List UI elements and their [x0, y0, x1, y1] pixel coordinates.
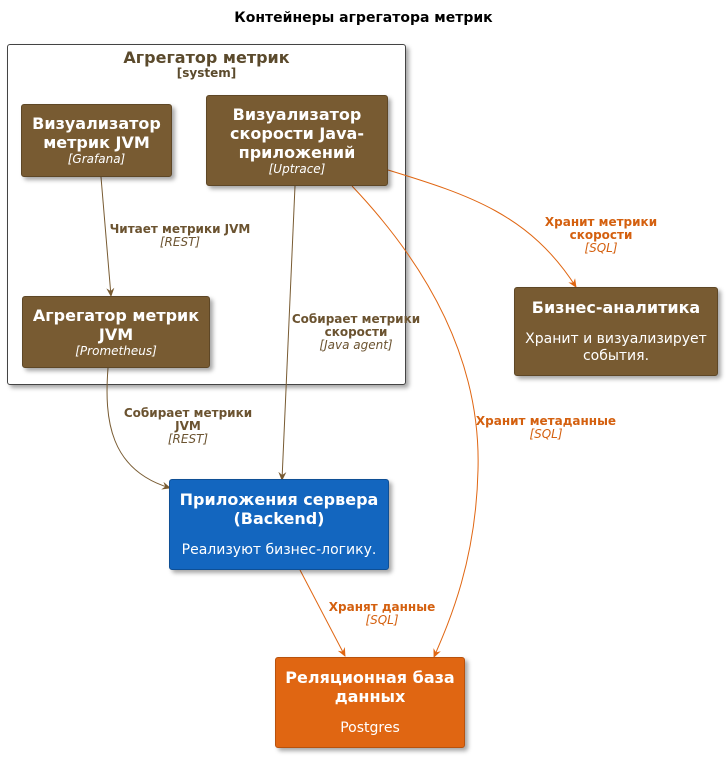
edge-backend-db	[299, 569, 346, 657]
node-db-title: Реляционная база данных	[285, 668, 455, 706]
node-prometheus-tech: [Prometheus]	[75, 343, 157, 358]
edge-label-backend-db: Хранят данные [SQL]	[320, 601, 444, 627]
edge-uptrace-backend	[278, 185, 296, 481]
node-bi-title: Бизнес-аналитика	[531, 298, 701, 317]
diagram-title: Контейнеры агрегатора метрик	[234, 10, 493, 26]
node-uptrace-title: Визуализатор скорости Java-приложений	[230, 104, 364, 162]
node-db-desc: Postgres	[340, 720, 400, 736]
edge-uptrace-bi	[387, 169, 577, 288]
edge-prometheus-backend	[106, 367, 171, 490]
edge-label-prometheus-backend: Собирает метрики JVM [REST]	[118, 407, 258, 446]
node-bi-desc: Хранит и визуализирует события.	[525, 331, 707, 364]
edge-grafana-prometheus	[100, 176, 115, 297]
node-grafana[interactable]: Визуализатор метрик JVM [Grafana]	[21, 104, 172, 177]
node-uptrace[interactable]: Визуализатор скорости Java-приложений [U…	[206, 95, 388, 186]
node-prometheus[interactable]: Агрегатор метрик JVM [Prometheus]	[22, 296, 210, 368]
node-grafana-title: Визуализатор метрик JVM	[32, 114, 161, 152]
edge-label-tech: [Java agent]	[319, 338, 393, 352]
edge-label-uptrace-bi: Хранит метрики скорости [SQL]	[536, 216, 666, 255]
edge-label-tech: [REST]	[159, 235, 201, 249]
node-backend[interactable]: Приложения сервера (Backend) Реализуют б…	[169, 479, 389, 570]
boundary-type: [system]	[176, 66, 237, 80]
edge-label-text: Собирает метрики скорости	[291, 312, 421, 339]
node-db[interactable]: Реляционная база данных Postgres	[275, 657, 465, 748]
node-uptrace-tech: [Uptrace]	[268, 161, 326, 176]
edge-label-tech: [SQL]	[584, 241, 618, 255]
edge-label-text: Хранит метаданные	[475, 414, 617, 428]
node-backend-desc: Реализуют бизнес-логику.	[181, 542, 377, 558]
node-grafana-tech: [Grafana]	[67, 152, 126, 166]
edge-uptrace-db	[351, 185, 479, 658]
edge-label-tech: [REST]	[167, 432, 209, 446]
edge-label-text: Хранят данные	[328, 600, 436, 614]
edge-label-tech: [SQL]	[529, 427, 563, 441]
edge-label-text: Хранит метрики скорости	[544, 215, 658, 242]
edge-label-tech: [SQL]	[365, 613, 399, 627]
edge-label-text: Собирает метрики JVM	[123, 406, 253, 433]
node-backend-title: Приложения сервера (Backend)	[179, 490, 379, 528]
edge-label-uptrace-db: Хранит метаданные [SQL]	[470, 415, 622, 441]
node-bi[interactable]: Бизнес-аналитика Хранит и визуализирует …	[514, 287, 718, 376]
boundary-title: Агрегатор метрик	[123, 48, 290, 67]
edge-label-grafana-prometheus: Читает метрики JVM [REST]	[105, 223, 255, 249]
edge-label-text: Читает метрики JVM	[109, 222, 251, 236]
edge-label-uptrace-backend: Собирает метрики скорости [Java agent]	[286, 313, 426, 352]
node-prometheus-title: Агрегатор метрик JVM	[32, 305, 200, 344]
